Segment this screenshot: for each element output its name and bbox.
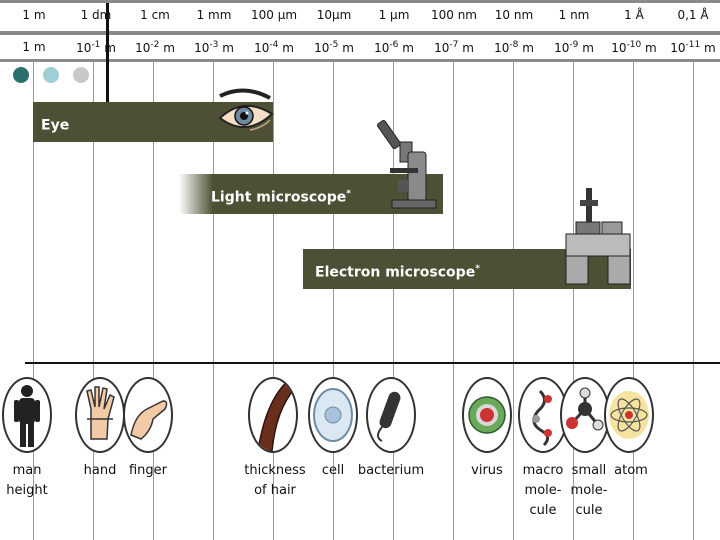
object-label: hand	[83, 463, 117, 478]
power-label: 10-7 m	[434, 40, 474, 55]
man-icon	[2, 377, 52, 453]
power-label: 10-3 m	[194, 40, 234, 55]
indicator-dot-1	[13, 67, 29, 83]
unit-label: 10µm	[316, 8, 352, 22]
eye-band-label: Eye	[41, 117, 70, 134]
unit-label: 1 dm	[80, 8, 112, 22]
grid-line	[213, 62, 214, 540]
unit-label: 0,1 Å	[677, 8, 709, 22]
cell-icon	[308, 377, 358, 453]
power-label: 10-10 m	[611, 40, 657, 55]
power-label: 10-11 m	[670, 40, 716, 55]
grid-line	[153, 62, 154, 540]
object-baseline	[25, 362, 720, 364]
grid-line	[33, 62, 34, 540]
power-label: 10-4 m	[254, 40, 294, 55]
grid-line	[693, 62, 694, 540]
indicator-dot-2	[43, 67, 59, 83]
power-label: 10-9 m	[554, 40, 594, 55]
scale-divider	[0, 31, 720, 35]
hand-icon	[75, 377, 125, 453]
grid-line	[453, 62, 454, 540]
grid-line	[93, 62, 94, 540]
hair-icon	[248, 377, 298, 453]
virus-icon	[462, 377, 512, 453]
light-microscope-icon	[376, 119, 437, 209]
unit-label: 1 Å	[624, 8, 644, 22]
grid-line	[513, 62, 514, 540]
grid-line	[633, 62, 634, 540]
unit-label: 100 µm	[250, 8, 298, 22]
scale-top-border	[0, 0, 720, 3]
electron-microscope-icon	[565, 188, 631, 285]
object-label: bacterium	[357, 463, 425, 478]
eye-icon	[218, 88, 274, 131]
macromolecule-icon	[518, 377, 568, 453]
unit-label: 1 cm	[140, 8, 170, 22]
object-label: cell	[321, 463, 345, 478]
power-label: 1 m	[22, 40, 46, 54]
indicator-dot-3	[73, 67, 89, 83]
unit-label: 1 mm	[196, 8, 232, 22]
bacterium-icon	[366, 377, 416, 453]
unit-label: 1 µm	[378, 8, 410, 22]
finger-icon	[123, 377, 173, 453]
small-molecule-icon	[560, 377, 610, 453]
atom-icon	[604, 377, 654, 453]
scale-bottom-border	[0, 59, 720, 62]
object-label: virus	[471, 463, 503, 478]
electron-band-label: Electron microscope	[315, 264, 476, 281]
power-label: 10-6 m	[374, 40, 414, 55]
power-label: 10-2 m	[135, 40, 175, 55]
power-label: 10-8 m	[494, 40, 534, 55]
scale-marker	[106, 3, 109, 102]
object-label: atom	[614, 463, 648, 478]
grid-line	[393, 62, 394, 540]
unit-label: 10 nm	[494, 8, 534, 22]
object-label: finger	[128, 463, 168, 478]
grid-line	[273, 62, 274, 540]
unit-label: 1 m	[22, 8, 46, 22]
power-label: 10-1 m	[76, 40, 116, 55]
light-band-label: Light microscope	[211, 189, 347, 206]
grid-line	[573, 62, 574, 540]
unit-label: 100 nm	[430, 8, 477, 22]
power-label: 10-5 m	[314, 40, 354, 55]
unit-label: 1 nm	[558, 8, 590, 22]
grid-line	[333, 62, 334, 540]
